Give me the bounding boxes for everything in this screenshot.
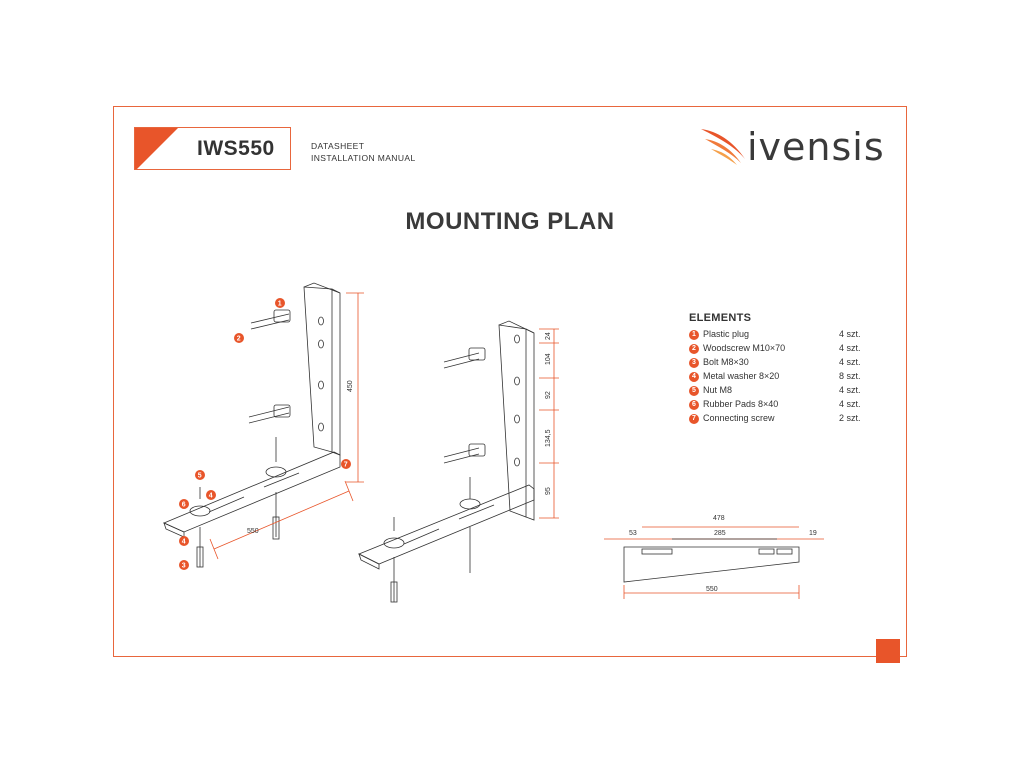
brand-logo: ivensis [699, 123, 894, 169]
item-name: Nut M8 [703, 385, 733, 395]
item-quantity: 4 szt. [839, 343, 861, 353]
item-number-badge: 7 [689, 414, 699, 424]
item-number-badge: 3 [689, 358, 699, 368]
item-quantity: 4 szt. [839, 385, 861, 395]
middle-bracket [358, 320, 535, 603]
item-quantity: 4 szt. [839, 329, 861, 339]
badge-2: 2 [234, 333, 244, 343]
left-fasteners [196, 309, 291, 568]
left-bracket [162, 282, 341, 538]
badge-4a: 4 [206, 490, 216, 500]
list-item: 5 Nut M8 4 szt. [689, 385, 869, 399]
list-item: 3 Bolt M8×30 4 szt. [689, 357, 869, 371]
dim-left-height: 450 [347, 380, 354, 392]
left-dimensions [209, 292, 364, 560]
elements-list: ELEMENTS 1 Plastic plug 4 szt. 2 Woodscrew … [689, 312, 869, 427]
item-quantity: 2 szt. [839, 413, 861, 423]
dim-top-2: 53 [629, 530, 637, 537]
badge-4b: 4 [179, 536, 189, 546]
svg-text:4: 4 [209, 493, 213, 500]
svg-text:5: 5 [198, 473, 202, 480]
mounting-drawing: 450 550 24 104 92 134,5 95 478 53 285 19… [162, 282, 824, 603]
doc-type-datasheet: DATASHEET [311, 141, 365, 151]
svg-text:2: 2 [237, 336, 241, 343]
dim-top-4: 19 [809, 530, 817, 537]
elements-title: ELEMENTS [689, 312, 752, 324]
item-quantity: 4 szt. [839, 357, 861, 367]
datasheet-page: IWS550 DATASHEET INSTALLATION MANUAL ive… [113, 106, 907, 663]
list-item: 4 Metal washer 8×20 8 szt. [689, 371, 869, 385]
list-item: 7 Connecting screw 2 szt. [689, 413, 869, 427]
list-item: 1 Plastic plug 4 szt. [689, 329, 869, 343]
item-name: Rubber Pads 8×40 [703, 399, 779, 409]
list-item: 6 Rubber Pads 8×40 4 szt. [689, 399, 869, 413]
dim-top-5: 550 [706, 586, 718, 593]
middle-dimensions [539, 328, 559, 519]
svg-text:3: 3 [182, 563, 186, 570]
document-types: DATASHEET INSTALLATION MANUAL [311, 140, 416, 164]
item-number-badge: 6 [689, 400, 699, 410]
item-name: Connecting screw [703, 413, 775, 423]
dim-mid-1: 24 [545, 332, 552, 340]
model-name: IWS550 [197, 137, 275, 160]
item-name: Woodscrew M10×70 [703, 343, 786, 353]
page-title: MOUNTING PLAN [405, 208, 615, 235]
svg-text:6: 6 [182, 502, 186, 509]
dim-mid-4: 134,5 [545, 429, 552, 447]
dim-mid-2: 104 [545, 353, 552, 365]
item-number-badge: 2 [689, 344, 699, 354]
item-quantity: 4 szt. [839, 399, 861, 409]
item-number-badge: 1 [689, 330, 699, 340]
list-item: 2 Woodscrew M10×70 4 szt. [689, 343, 869, 357]
item-name: Metal washer 8×20 [703, 371, 780, 381]
item-name: Bolt M8×30 [703, 357, 749, 367]
item-name: Plastic plug [703, 329, 750, 339]
badge-7: 7 [341, 459, 351, 469]
svg-text:4: 4 [182, 539, 186, 546]
svg-text:7: 7 [344, 462, 348, 469]
item-number-badge: 4 [689, 372, 699, 382]
dim-mid-3: 92 [545, 391, 552, 399]
dim-left-length: 550 [247, 528, 259, 535]
top-view [604, 526, 824, 599]
dim-top-3: 285 [714, 530, 726, 537]
svg-text:1: 1 [278, 301, 282, 308]
brand-name: ivensis [747, 125, 885, 169]
badge-3: 3 [179, 560, 189, 570]
corner-accent-square [876, 639, 900, 663]
dim-mid-5: 95 [545, 487, 552, 495]
badge-5: 5 [195, 470, 205, 480]
badge-6: 6 [179, 499, 189, 509]
model-corner-accent [135, 128, 178, 169]
doc-type-manual: INSTALLATION MANUAL [311, 153, 416, 163]
badge-1: 1 [275, 298, 285, 308]
dim-top-1: 478 [713, 515, 725, 522]
model-box: IWS550 [134, 127, 291, 170]
item-quantity: 8 szt. [839, 371, 861, 381]
item-number-badge: 5 [689, 386, 699, 396]
